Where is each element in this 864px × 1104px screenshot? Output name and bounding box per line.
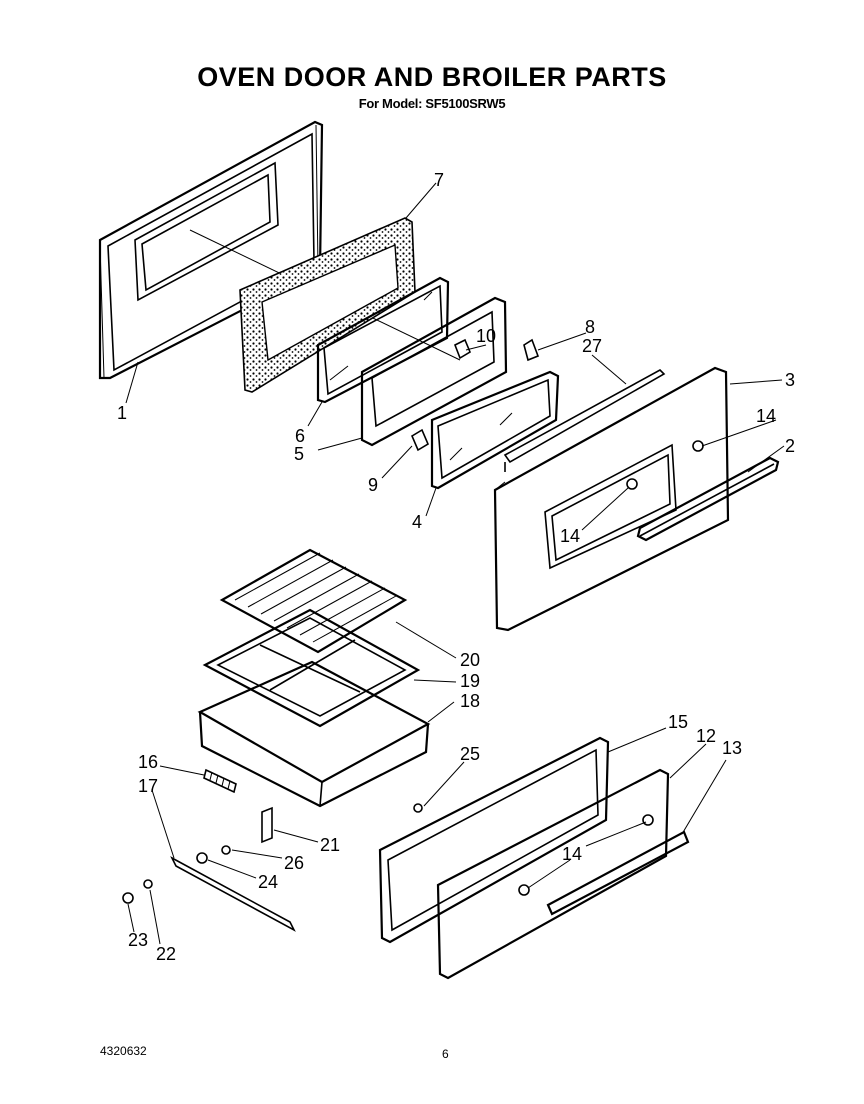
part-spring — [203, 768, 237, 794]
callout-labels: 1 2 3 4 5 6 7 8 9 10 12 13 14 14 14 14 1… — [117, 170, 795, 964]
part-outer-door-panel — [493, 366, 730, 632]
callout-7: 7 — [434, 170, 444, 190]
callout-18: 18 — [460, 691, 480, 711]
part-bracket — [261, 806, 273, 844]
part-door-trim — [503, 369, 666, 472]
callout-14-door: 14 — [756, 406, 776, 426]
document-number: 4320632 — [100, 1044, 147, 1058]
part-drawer-rail — [170, 845, 296, 932]
callout-14-door-front: 14 — [560, 526, 580, 546]
callout-21: 21 — [320, 835, 340, 855]
callout-26: 26 — [284, 853, 304, 873]
part-outer-glass — [430, 370, 560, 490]
callout-12: 12 — [696, 726, 716, 746]
callout-27: 27 — [582, 336, 602, 356]
page-number: 6 — [442, 1047, 449, 1061]
part-glass-frame — [360, 296, 508, 447]
part-broiler-pan — [197, 660, 431, 808]
model-subtitle: For Model: SF5100SRW5 — [358, 96, 506, 111]
callout-5: 5 — [294, 444, 304, 464]
callout-leaders — [125, 182, 785, 945]
callout-3: 3 — [785, 370, 795, 390]
callout-25: 25 — [460, 744, 480, 764]
callout-17: 17 — [138, 776, 158, 796]
part-door-handle — [636, 456, 780, 542]
callout-19: 19 — [460, 671, 480, 691]
callout-16: 16 — [138, 752, 158, 772]
callout-10: 10 — [476, 326, 496, 346]
part-drawer-handle — [546, 830, 690, 916]
page-title: OVEN DOOR AND BROILER PARTS — [197, 62, 667, 92]
callout-15: 15 — [668, 712, 688, 732]
part-inner-glass — [316, 276, 450, 404]
part-drawer-front — [436, 768, 670, 980]
callout-22: 22 — [156, 944, 176, 964]
part-clips — [410, 338, 540, 452]
callout-20: 20 — [460, 650, 480, 670]
callout-4: 4 — [412, 512, 422, 532]
callout-6: 6 — [295, 426, 305, 446]
callout-24: 24 — [258, 872, 278, 892]
callout-8: 8 — [585, 317, 595, 337]
callout-2: 2 — [785, 436, 795, 456]
callout-23: 23 — [128, 930, 148, 950]
callout-14-drawer: 14 — [562, 844, 582, 864]
callout-1: 1 — [117, 403, 127, 423]
part-broiler-pan-insert — [202, 608, 421, 728]
callout-9: 9 — [368, 475, 378, 495]
callout-13: 13 — [722, 738, 742, 758]
part-broiler-grid — [219, 548, 408, 654]
part-drawer-inner-panel — [378, 736, 610, 944]
